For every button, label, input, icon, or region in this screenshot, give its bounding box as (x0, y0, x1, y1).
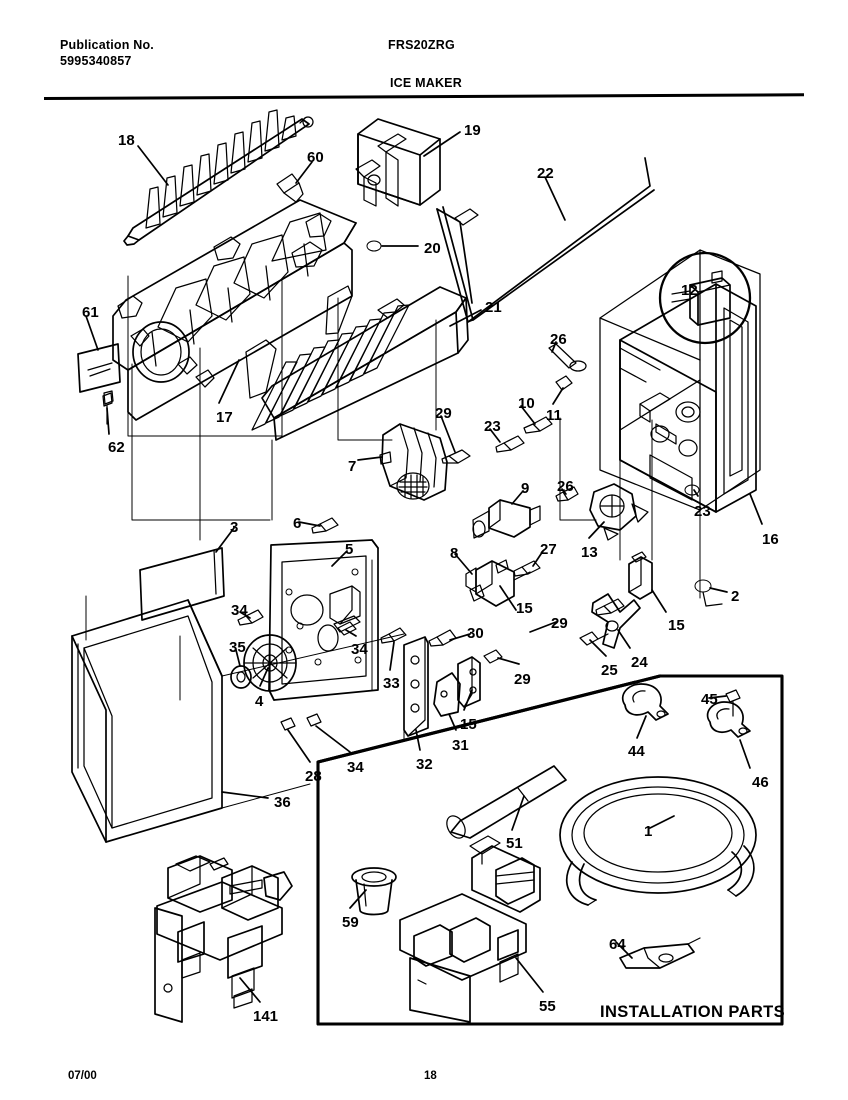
publication-number: 5995340857 (60, 54, 132, 68)
callout-23: 23 (484, 418, 501, 435)
part-24-lever (579, 593, 641, 649)
callout-51: 51 (506, 835, 523, 852)
part-31-bracket (433, 656, 481, 717)
callout-33: 33 (383, 675, 400, 692)
callout-59: 59 (342, 914, 359, 931)
callout-29: 29 (551, 615, 568, 632)
part-1-water-tube-coil (559, 776, 757, 906)
callout-leaders (85, 131, 763, 1003)
callout-34: 34 (351, 641, 368, 658)
callout-64: 64 (609, 936, 626, 953)
callout-22: 22 (537, 165, 554, 182)
part-16-module-housing (619, 283, 757, 513)
callout-15: 15 (460, 716, 477, 733)
callout-6: 6 (293, 515, 302, 532)
callout-55: 55 (539, 998, 556, 1015)
part-15-switch-right (628, 551, 653, 600)
footer-page-number: 18 (424, 1070, 437, 1082)
part-12-connector-detail (658, 251, 752, 345)
part-51-sleeve (446, 765, 567, 839)
callout-15: 15 (668, 617, 685, 634)
part-44-clamp (621, 683, 669, 721)
callout-17: 17 (216, 409, 233, 426)
callout-18: 18 (118, 132, 135, 149)
part-64-clip (619, 937, 701, 969)
part-9-solenoid (472, 499, 541, 539)
callout-62: 62 (108, 439, 125, 456)
part-32-rail (403, 636, 429, 737)
installation-parts-box (316, 674, 784, 1026)
installation-parts-label: INSTALLATION PARTS (600, 1003, 786, 1021)
callout-45: 45 (701, 691, 718, 708)
callout-7: 7 (348, 458, 357, 475)
footer-date: 07/00 (68, 1070, 97, 1082)
callout-36: 36 (274, 794, 291, 811)
callout-25: 25 (601, 662, 618, 679)
callout-34: 34 (347, 759, 364, 776)
callout-16: 16 (762, 531, 779, 548)
callout-11: 11 (546, 407, 562, 424)
callout-60: 60 (307, 149, 324, 166)
part-19-bracket (355, 118, 441, 207)
part-141-dual-valve (154, 855, 293, 1023)
callout-26: 26 (557, 478, 574, 495)
part-13-cam-gear (589, 483, 649, 541)
callout-31: 31 (452, 737, 469, 754)
ghost-frame-lines (85, 275, 405, 809)
part-7-motor (379, 423, 448, 501)
callout-15: 15 (516, 600, 533, 617)
part-21-crusher-comb (251, 286, 469, 441)
callout-2: 2 (731, 588, 740, 605)
part-45-screw (725, 689, 741, 717)
callout-4: 4 (255, 693, 264, 710)
part-3-gasket (139, 547, 225, 621)
callout-24: 24 (631, 654, 648, 671)
callout-27: 27 (540, 541, 557, 558)
callout-12: 12 (681, 282, 698, 299)
callout-8: 8 (450, 545, 459, 562)
callout-44: 44 (628, 743, 645, 760)
callout-141: 141 (253, 1008, 279, 1025)
part-18-stripper (123, 109, 314, 246)
callout-35: 35 (229, 639, 246, 656)
callout-9: 9 (521, 480, 530, 497)
callout-30: 30 (467, 625, 484, 642)
callout-21: 21 (485, 299, 502, 316)
part-22-bail-arm (436, 157, 655, 323)
callout-5: 5 (345, 541, 354, 558)
publication-label: Publication No. (60, 38, 154, 52)
callout-29: 29 (435, 405, 452, 422)
callout-3: 3 (230, 519, 239, 536)
callout-19: 19 (464, 122, 481, 139)
part-4-drive-gear (230, 634, 297, 692)
callout-28: 28 (305, 768, 322, 785)
leader-lines-group (131, 297, 701, 741)
callout-46: 46 (752, 774, 769, 791)
callout-32: 32 (416, 756, 433, 773)
part-55-water-valve (399, 835, 541, 1023)
section-title: ICE MAKER (390, 76, 462, 90)
callout-13: 13 (581, 544, 598, 561)
callout-29: 29 (514, 671, 531, 688)
callout-20: 20 (424, 240, 441, 257)
callout-34: 34 (231, 602, 248, 619)
model-number: FRS20ZRG (388, 38, 455, 52)
screws-group (103, 173, 723, 731)
part-59-grommet (351, 867, 397, 916)
part-36-ice-bucket (71, 599, 223, 843)
callout-10: 10 (518, 395, 535, 412)
callout-61: 61 (82, 304, 99, 321)
callout-1: 1 (644, 823, 653, 840)
callout-23: 23 (694, 503, 711, 520)
callout-26: 26 (550, 331, 567, 348)
part-46-clamp (706, 701, 751, 738)
